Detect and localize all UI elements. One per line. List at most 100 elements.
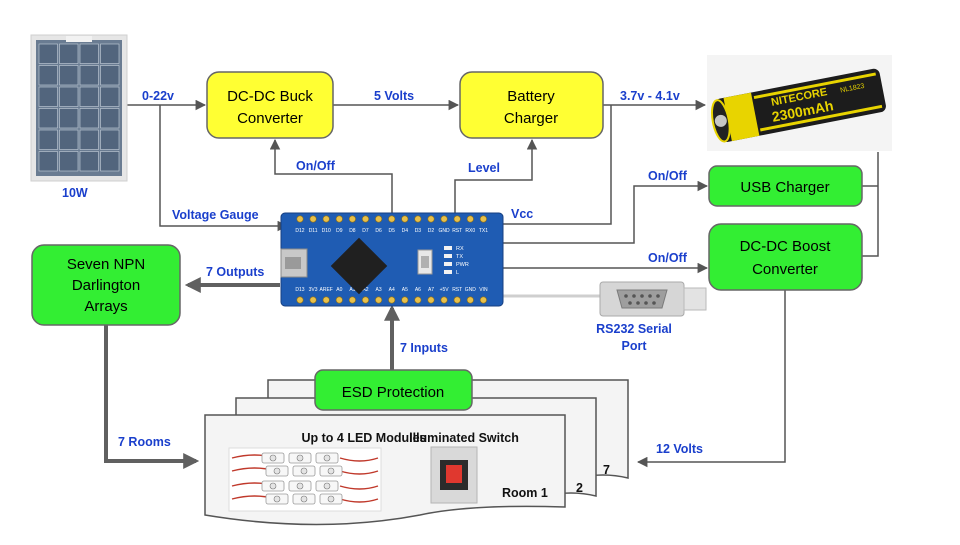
boost-line-1: DC-DC Boost	[740, 238, 832, 255]
bottom-pin-label: AREF	[320, 287, 333, 293]
solar-cell	[39, 87, 58, 107]
db9-pin	[652, 301, 656, 305]
wire-level	[455, 140, 532, 213]
led-lens	[328, 468, 334, 474]
led-lens	[301, 468, 307, 474]
bottom-pin-label: D13	[295, 287, 304, 293]
solar-cell	[80, 152, 99, 172]
bottom-pin-label: VIN	[479, 287, 488, 293]
db9-pin	[636, 301, 640, 305]
header-pin	[402, 216, 408, 222]
arduino-nano-board: D12D11D10D9D8D7D6D5D4D3D2GNDRSTRX0TX1 D1…	[281, 213, 503, 306]
serial-caption-1: RS232 Serial	[596, 322, 672, 336]
solar-cell	[60, 44, 79, 64]
solar-cell	[80, 66, 99, 86]
led-lens	[274, 468, 280, 474]
label-battery-voltage: 3.7v - 4.1v	[620, 89, 680, 103]
header-pin	[428, 297, 434, 303]
solar-cell	[101, 87, 120, 107]
solar-cell	[101, 109, 120, 129]
top-pin-label: D12	[295, 228, 304, 234]
top-pin-label: D11	[309, 228, 318, 234]
header-pin	[375, 216, 381, 222]
header-pin	[323, 297, 329, 303]
header-pin	[441, 216, 447, 222]
solar-cell	[80, 44, 99, 64]
led-modules-title: Up to 4 LED Modules	[302, 431, 427, 445]
label-rooms: 7 Rooms	[118, 435, 171, 449]
top-pin-label: D9	[336, 228, 343, 234]
serial-caption-2: Port	[622, 339, 648, 353]
led-lens	[297, 483, 303, 489]
bottom-pin-label: A5	[402, 287, 408, 293]
solar-cell	[101, 152, 120, 172]
header-pin	[336, 297, 342, 303]
charger-line-1: Battery	[507, 88, 555, 105]
db9-pin	[640, 294, 644, 298]
header-pin	[336, 216, 342, 222]
solar-cell	[60, 66, 79, 86]
header-pin	[349, 216, 355, 222]
panel-caption: 10W	[62, 186, 88, 200]
buck-line-1: DC-DC Buck	[227, 88, 313, 105]
header-pin	[310, 216, 316, 222]
solar-cell	[60, 109, 79, 129]
bottom-pin-label: A3	[376, 287, 382, 293]
label-outputs: 7 Outputs	[206, 265, 264, 279]
darlington-line-3: Arrays	[84, 298, 127, 315]
esd-line-1: ESD Protection	[342, 384, 445, 401]
header-pin	[375, 297, 381, 303]
header-pin	[480, 297, 486, 303]
label-vcc: Vcc	[511, 207, 533, 221]
solar-cell	[39, 66, 58, 86]
room-7-label: 7	[603, 463, 610, 477]
led-lens	[301, 496, 307, 502]
db9-pin	[648, 294, 652, 298]
header-pin	[441, 297, 447, 303]
top-pin-label: GND	[439, 228, 451, 234]
battery-charger-box: Battery Charger	[460, 72, 603, 138]
solar-cell	[80, 109, 99, 129]
header-pin	[389, 297, 395, 303]
header-pin	[467, 297, 473, 303]
db9-pin	[656, 294, 660, 298]
solar-cell	[39, 109, 58, 129]
led-lens	[324, 455, 330, 461]
label-onoff-boost: On/Off	[648, 251, 688, 265]
board-led	[444, 254, 452, 258]
led-lens	[270, 483, 276, 489]
label-voltage-gauge: Voltage Gauge	[172, 208, 259, 222]
solar-cell	[101, 130, 120, 150]
header-pin	[402, 297, 408, 303]
header-pin	[415, 297, 421, 303]
header-pin	[454, 297, 460, 303]
darlington-line-2: Darlington	[72, 277, 140, 294]
room-page-1: Up to 4 LED Modules Illuminated Switch R…	[205, 415, 565, 525]
label-in-voltage: 0-22v	[142, 89, 174, 103]
room-1-label: Room 1	[502, 486, 548, 500]
top-pin-label: RX0	[465, 228, 475, 234]
darlington-box: Seven NPN Darlington Arrays	[32, 245, 180, 325]
header-pin	[297, 216, 303, 222]
solar-panel-icon	[31, 35, 127, 181]
solar-cell	[101, 66, 120, 86]
header-pin	[415, 216, 421, 222]
header-pin	[467, 216, 473, 222]
db9-pin	[644, 301, 648, 305]
header-pin	[362, 216, 368, 222]
header-pin	[323, 216, 329, 222]
header-pin	[480, 216, 486, 222]
solar-cell	[39, 44, 58, 64]
label-onoff-buck: On/Off	[296, 159, 336, 173]
db9-pin	[632, 294, 636, 298]
boost-line-2: Converter	[752, 261, 818, 278]
switch-title: Illuminated Switch	[409, 431, 519, 445]
label-level: Level	[468, 161, 500, 175]
top-pin-label: RST	[452, 228, 462, 234]
solar-cell	[60, 130, 79, 150]
battery-icon: NITECORE NL1823 2300mAh	[707, 55, 892, 151]
led-lens	[274, 496, 280, 502]
solar-cell	[39, 130, 58, 150]
bottom-pin-label: A6	[415, 287, 421, 293]
solar-cell	[60, 152, 79, 172]
